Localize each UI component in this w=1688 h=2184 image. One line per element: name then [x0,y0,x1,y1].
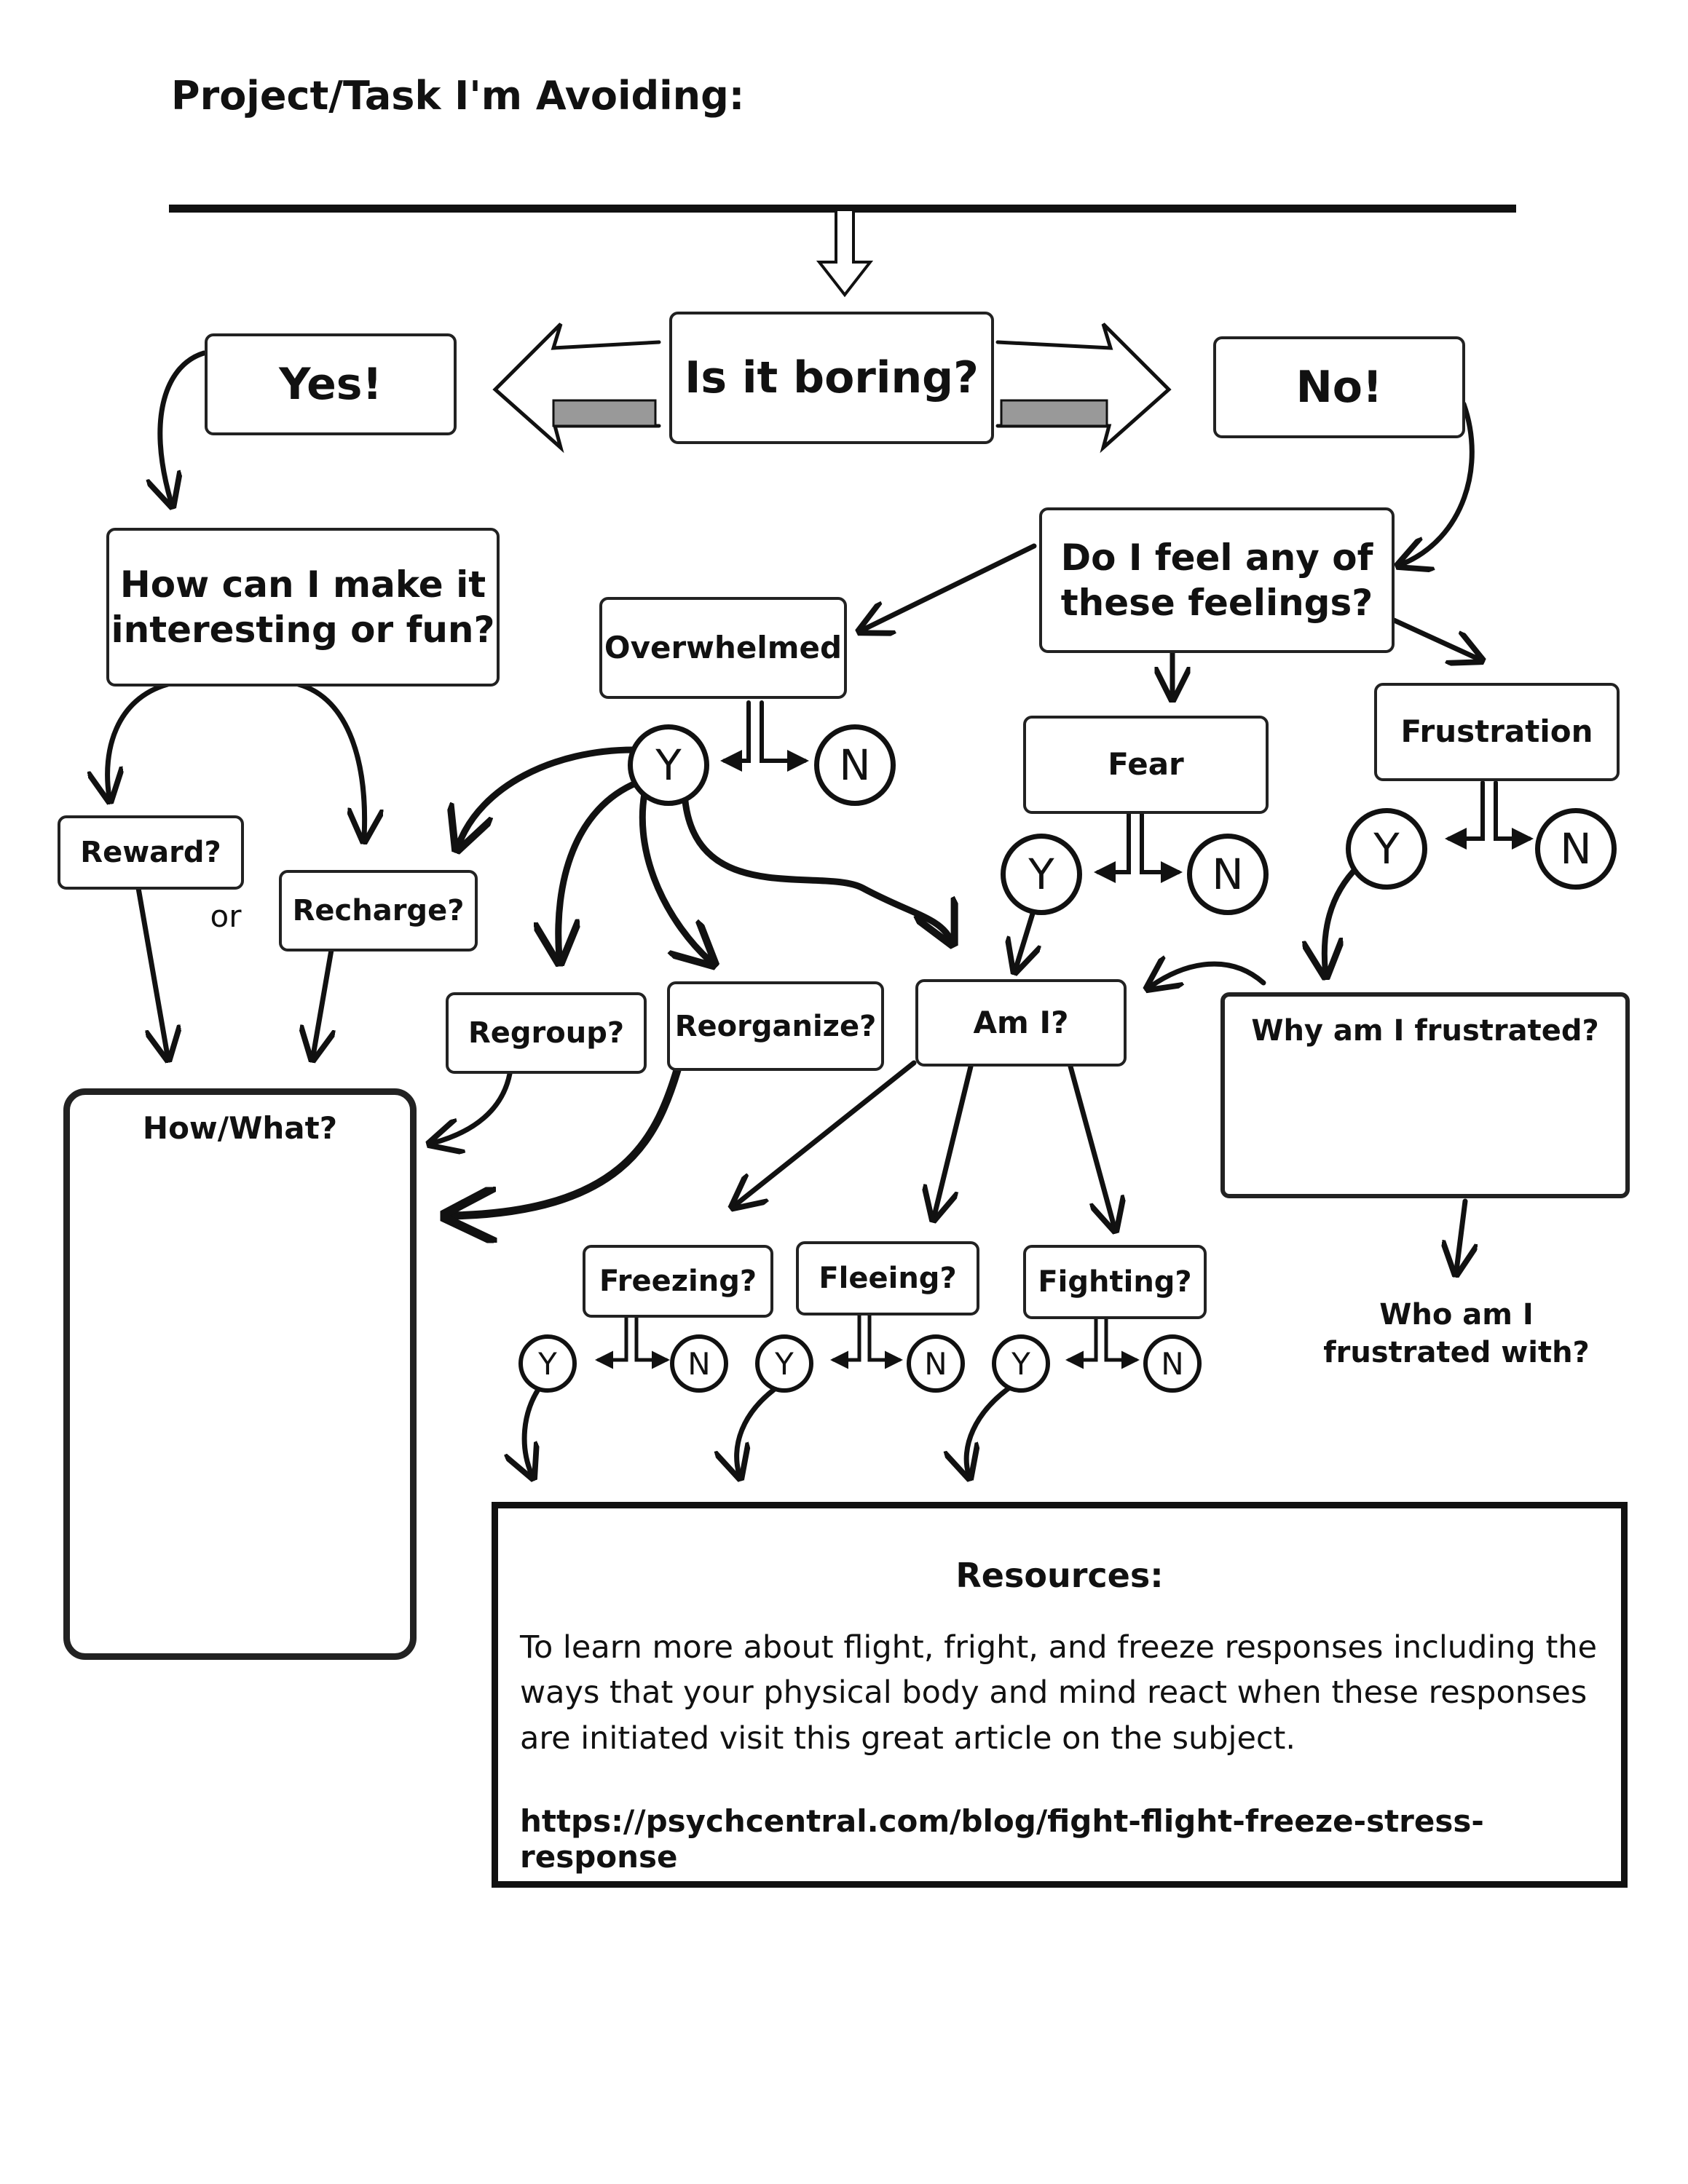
regroup-label: Regroup? [468,1016,625,1050]
yes-letter: Y [655,740,682,790]
yn-fork-freezing [595,1315,670,1369]
resources-body: To learn more about flight, fright, and … [520,1629,1598,1757]
fear-no-circle[interactable]: N [1187,834,1269,915]
reward-box: Reward? [58,815,244,890]
freezing-label: Freezing? [599,1265,757,1298]
freezing-yes-circle[interactable]: Y [518,1334,577,1393]
left-block-arrow [492,323,661,454]
fleeing-box: Fleeing? [796,1241,979,1315]
recharge-box: Recharge? [279,870,478,951]
question-box: Is it boring? [669,312,994,444]
yes-letter: Y [538,1345,557,1382]
yn-fork-overwhelmed [720,700,809,772]
no-box: No! [1213,336,1465,438]
overwhelmed-label: Overwhelmed [604,629,843,665]
freezing-box: Freezing? [583,1245,773,1318]
down-block-arrow [816,210,874,298]
frustration-label: Frustration [1400,713,1593,750]
fighting-no-circle[interactable]: N [1143,1334,1202,1393]
am-i-label: Am I? [973,1004,1069,1040]
frustration-box: Frustration [1374,683,1620,781]
fighting-yes-circle[interactable]: Y [992,1334,1050,1393]
reorganize-box: Reorganize? [667,981,884,1071]
overwhelmed-yes-circle[interactable]: Y [628,724,709,806]
how-what-box[interactable]: How/What? [63,1088,417,1660]
yes-letter: Y [1028,850,1054,899]
regroup-box: Regroup? [446,992,647,1074]
no-letter: N [1212,850,1244,899]
fear-label: Fear [1108,746,1184,783]
fleeing-yes-circle[interactable]: Y [755,1334,813,1393]
yes-letter: Y [1373,824,1400,874]
no-letter: N [687,1345,711,1382]
no-letter: N [924,1345,947,1382]
no-letter: N [839,740,871,790]
yes-label: Yes! [279,358,382,410]
freezing-no-circle[interactable]: N [670,1334,728,1393]
fear-yes-circle[interactable]: Y [1001,834,1082,915]
fleeing-no-circle[interactable]: N [907,1334,965,1393]
no-label: No! [1295,361,1383,413]
fighting-box: Fighting? [1023,1245,1207,1319]
yn-fork-frustration [1445,780,1534,850]
feelings-label: Do I feel any of these feelings? [1060,536,1373,625]
recharge-label: Recharge? [292,894,465,927]
why-frustrated-label: Why am I frustrated? [1251,1014,1599,1048]
right-block-arrow [995,323,1172,454]
page-title: Project/Task I'm Avoiding: [171,73,745,119]
yn-fork-fear [1094,810,1183,883]
yes-box: Yes! [205,333,457,435]
frustration-yes-circle[interactable]: Y [1346,808,1427,890]
fleeing-label: Fleeing? [819,1262,957,1295]
overwhelmed-no-circle[interactable]: N [814,724,896,806]
no-letter: N [1161,1345,1184,1382]
feelings-box: Do I feel any of these feelings? [1039,507,1395,653]
make-fun-label: How can I make it interesting or fun? [111,563,495,652]
question-label: Is it boring? [685,352,979,403]
yes-letter: Y [775,1345,794,1382]
fear-box: Fear [1023,716,1269,814]
how-what-label: How/What? [142,1110,338,1146]
resources-link[interactable]: https://psychcentral.com/blog/fight-flig… [520,1803,1484,1875]
frustration-no-circle[interactable]: N [1535,808,1617,890]
am-i-box: Am I? [915,979,1127,1067]
fighting-label: Fighting? [1038,1265,1192,1299]
resources-panel: Resources: To learn more about flight, f… [492,1502,1628,1888]
who-frustrated-label: Who am I frustrated with? [1323,1298,1590,1369]
no-letter: N [1560,824,1592,874]
yn-fork-fleeing [830,1312,903,1369]
task-entry-line[interactable] [169,205,1516,213]
overwhelmed-box: Overwhelmed [599,597,847,699]
yn-fork-fighting [1065,1314,1140,1369]
or-label: or [210,898,242,934]
make-fun-box: How can I make it interesting or fun? [106,528,500,687]
reorganize-label: Reorganize? [674,1009,877,1043]
why-frustrated-box[interactable]: Why am I frustrated? [1220,992,1630,1198]
yes-letter: Y [1011,1345,1030,1382]
reward-label: Reward? [80,836,221,869]
resources-heading: Resources: [955,1556,1164,1595]
